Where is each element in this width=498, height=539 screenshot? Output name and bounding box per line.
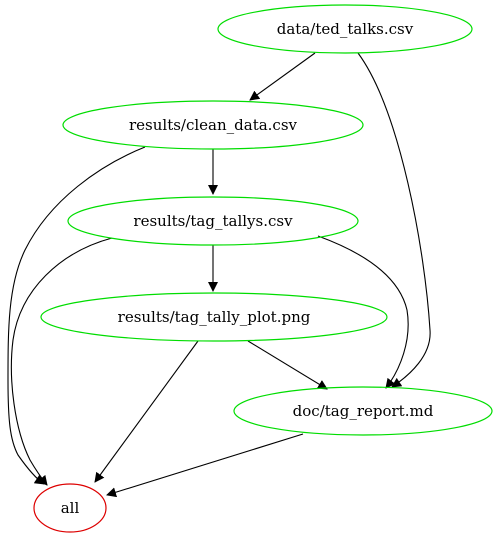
- edge-ted-talks-to-clean-data: [249, 52, 316, 101]
- node-tag-report[interactable]: doc/tag_report.md: [233, 386, 493, 436]
- edge-tag-report-to-all: [106, 433, 304, 498]
- node-label: data/ted_talks.csv: [277, 20, 414, 38]
- node-shape: [233, 386, 493, 436]
- node-tag-tallys[interactable]: results/tag_tallys.csv: [67, 196, 359, 246]
- node-shape: [217, 4, 473, 54]
- edge-tag-tally-plot-to-tag-report: [247, 340, 328, 390]
- edge-tag-tally-plot-to-all: [94, 340, 199, 483]
- node-tag-tally-plot[interactable]: results/tag_tally_plot.png: [40, 292, 388, 342]
- node-label: results/tag_tally_plot.png: [118, 308, 311, 326]
- edge-tag-tallys-to-tag-report: [317, 235, 409, 389]
- node-shape: [33, 483, 107, 533]
- node-label: doc/tag_report.md: [293, 402, 434, 420]
- edges: [7, 52, 431, 498]
- node-ted-talks[interactable]: data/ted_talks.csv: [217, 4, 473, 54]
- edge-tag-tallys-to-all: [10, 237, 113, 486]
- node-label: all: [61, 499, 80, 517]
- node-shape: [62, 100, 364, 150]
- node-label: results/clean_data.csv: [129, 116, 298, 134]
- node-shape: [67, 196, 359, 246]
- node-clean-data[interactable]: results/clean_data.csv: [62, 100, 364, 150]
- node-all[interactable]: all: [33, 483, 107, 533]
- node-shape: [40, 292, 388, 342]
- node-label: results/tag_tallys.csv: [133, 212, 293, 230]
- edge-ted-talks-to-tag-report: [357, 52, 431, 388]
- edge-clean-data-to-all: [7, 146, 146, 485]
